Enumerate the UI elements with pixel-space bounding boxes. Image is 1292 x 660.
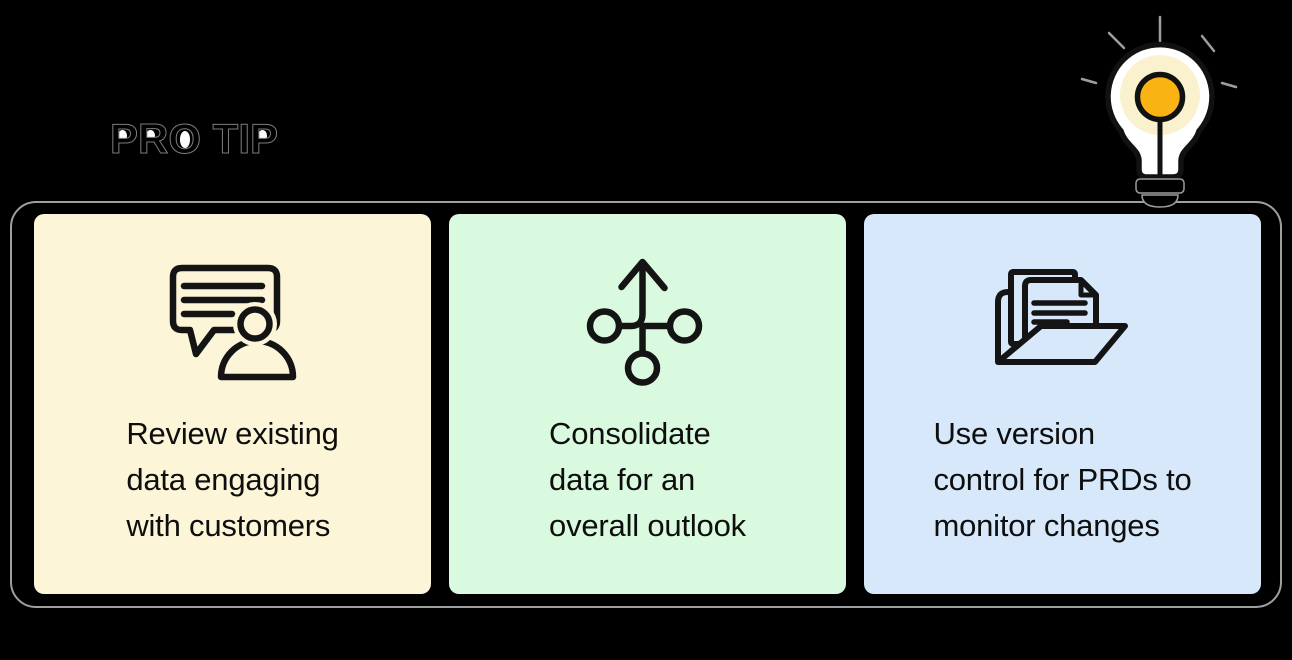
tip-line: overall outlook (549, 508, 746, 543)
tips-card-row: Review existing data engaging with custo… (34, 214, 1261, 594)
bulb-rays (1080, 15, 1238, 89)
tip-line: Use version (933, 416, 1095, 451)
tip-card-text: Review existing data engaging with custo… (126, 411, 339, 549)
tip-card-consolidate-data: Consolidate data for an overall outlook (449, 214, 846, 594)
tip-line: Review existing (126, 416, 339, 451)
chat-with-person-icon (169, 264, 298, 384)
protip-heading-wrap: PRO TIP (110, 115, 290, 164)
tip-line: with customers (126, 508, 331, 543)
tip-card-text: Consolidate data for an overall outlook (549, 411, 746, 549)
tip-card-text: Use version control for PRDs to monitor … (933, 411, 1191, 549)
letter-counter-highlight (258, 130, 267, 142)
letter-counter-highlight (118, 130, 127, 142)
tip-line: data for an (549, 462, 696, 497)
tip-line: control for PRDs to (933, 462, 1192, 497)
tip-line: data engaging (126, 462, 321, 497)
consolidate-merge-icon (586, 258, 702, 386)
tips-frame: Review existing data engaging with custo… (10, 201, 1282, 608)
tip-card-version-control: Use version control for PRDs to monitor … (864, 214, 1261, 594)
tip-line: Consolidate (549, 416, 711, 451)
letter-counter-highlight (146, 130, 155, 141)
page-title: PRO TIP (110, 115, 279, 162)
letter-counter-highlight (179, 131, 190, 148)
tip-line: monitor changes (933, 508, 1160, 543)
bulb-filament (1134, 71, 1186, 123)
bulb-base-dome (1141, 194, 1179, 208)
tip-card-review-data: Review existing data engaging with custo… (34, 214, 431, 594)
lightbulb-idea-icon (1080, 15, 1238, 208)
bulb-base-bar (1135, 178, 1185, 194)
folder-documents-icon (994, 269, 1128, 365)
